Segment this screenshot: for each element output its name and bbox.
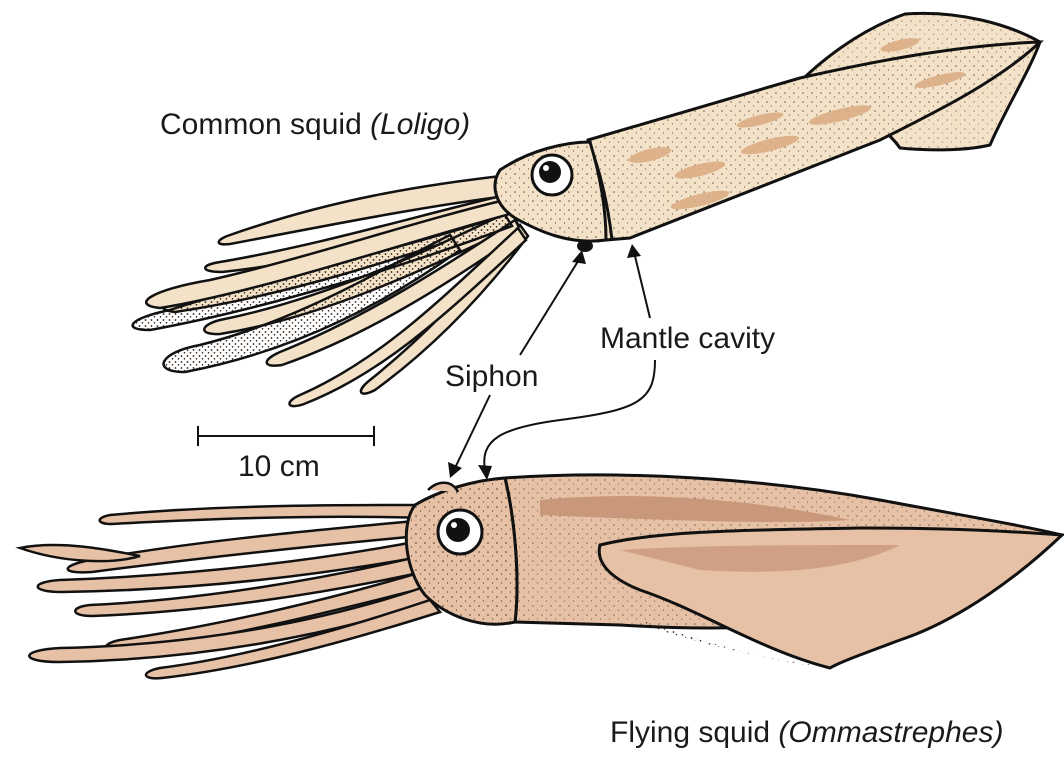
flying-squid: [20, 475, 1062, 678]
flying-squid-siphon: [428, 483, 458, 492]
flying-squid-label: Flying squid (Ommastrephes): [610, 718, 1003, 748]
scale-bar: [198, 426, 374, 446]
common-squid-genus: (Loligo): [370, 108, 470, 141]
common-squid-label: Common squid (Loligo): [160, 110, 470, 140]
common-squid-eye: [532, 155, 572, 195]
scale-bar-label: 10 cm: [238, 452, 320, 482]
siphon-label: Siphon: [445, 362, 538, 392]
common-squid: [133, 13, 1040, 406]
flying-squid-genus: (Ommastrephes): [778, 716, 1003, 749]
mantle-arrow-top: [634, 252, 650, 318]
mantle-cavity-label: Mantle cavity: [600, 324, 775, 354]
flying-squid-eye: [438, 510, 482, 554]
common-squid-siphon: [577, 240, 593, 252]
siphon-arrow-top: [520, 258, 580, 355]
flying-squid-arms: [20, 505, 440, 678]
